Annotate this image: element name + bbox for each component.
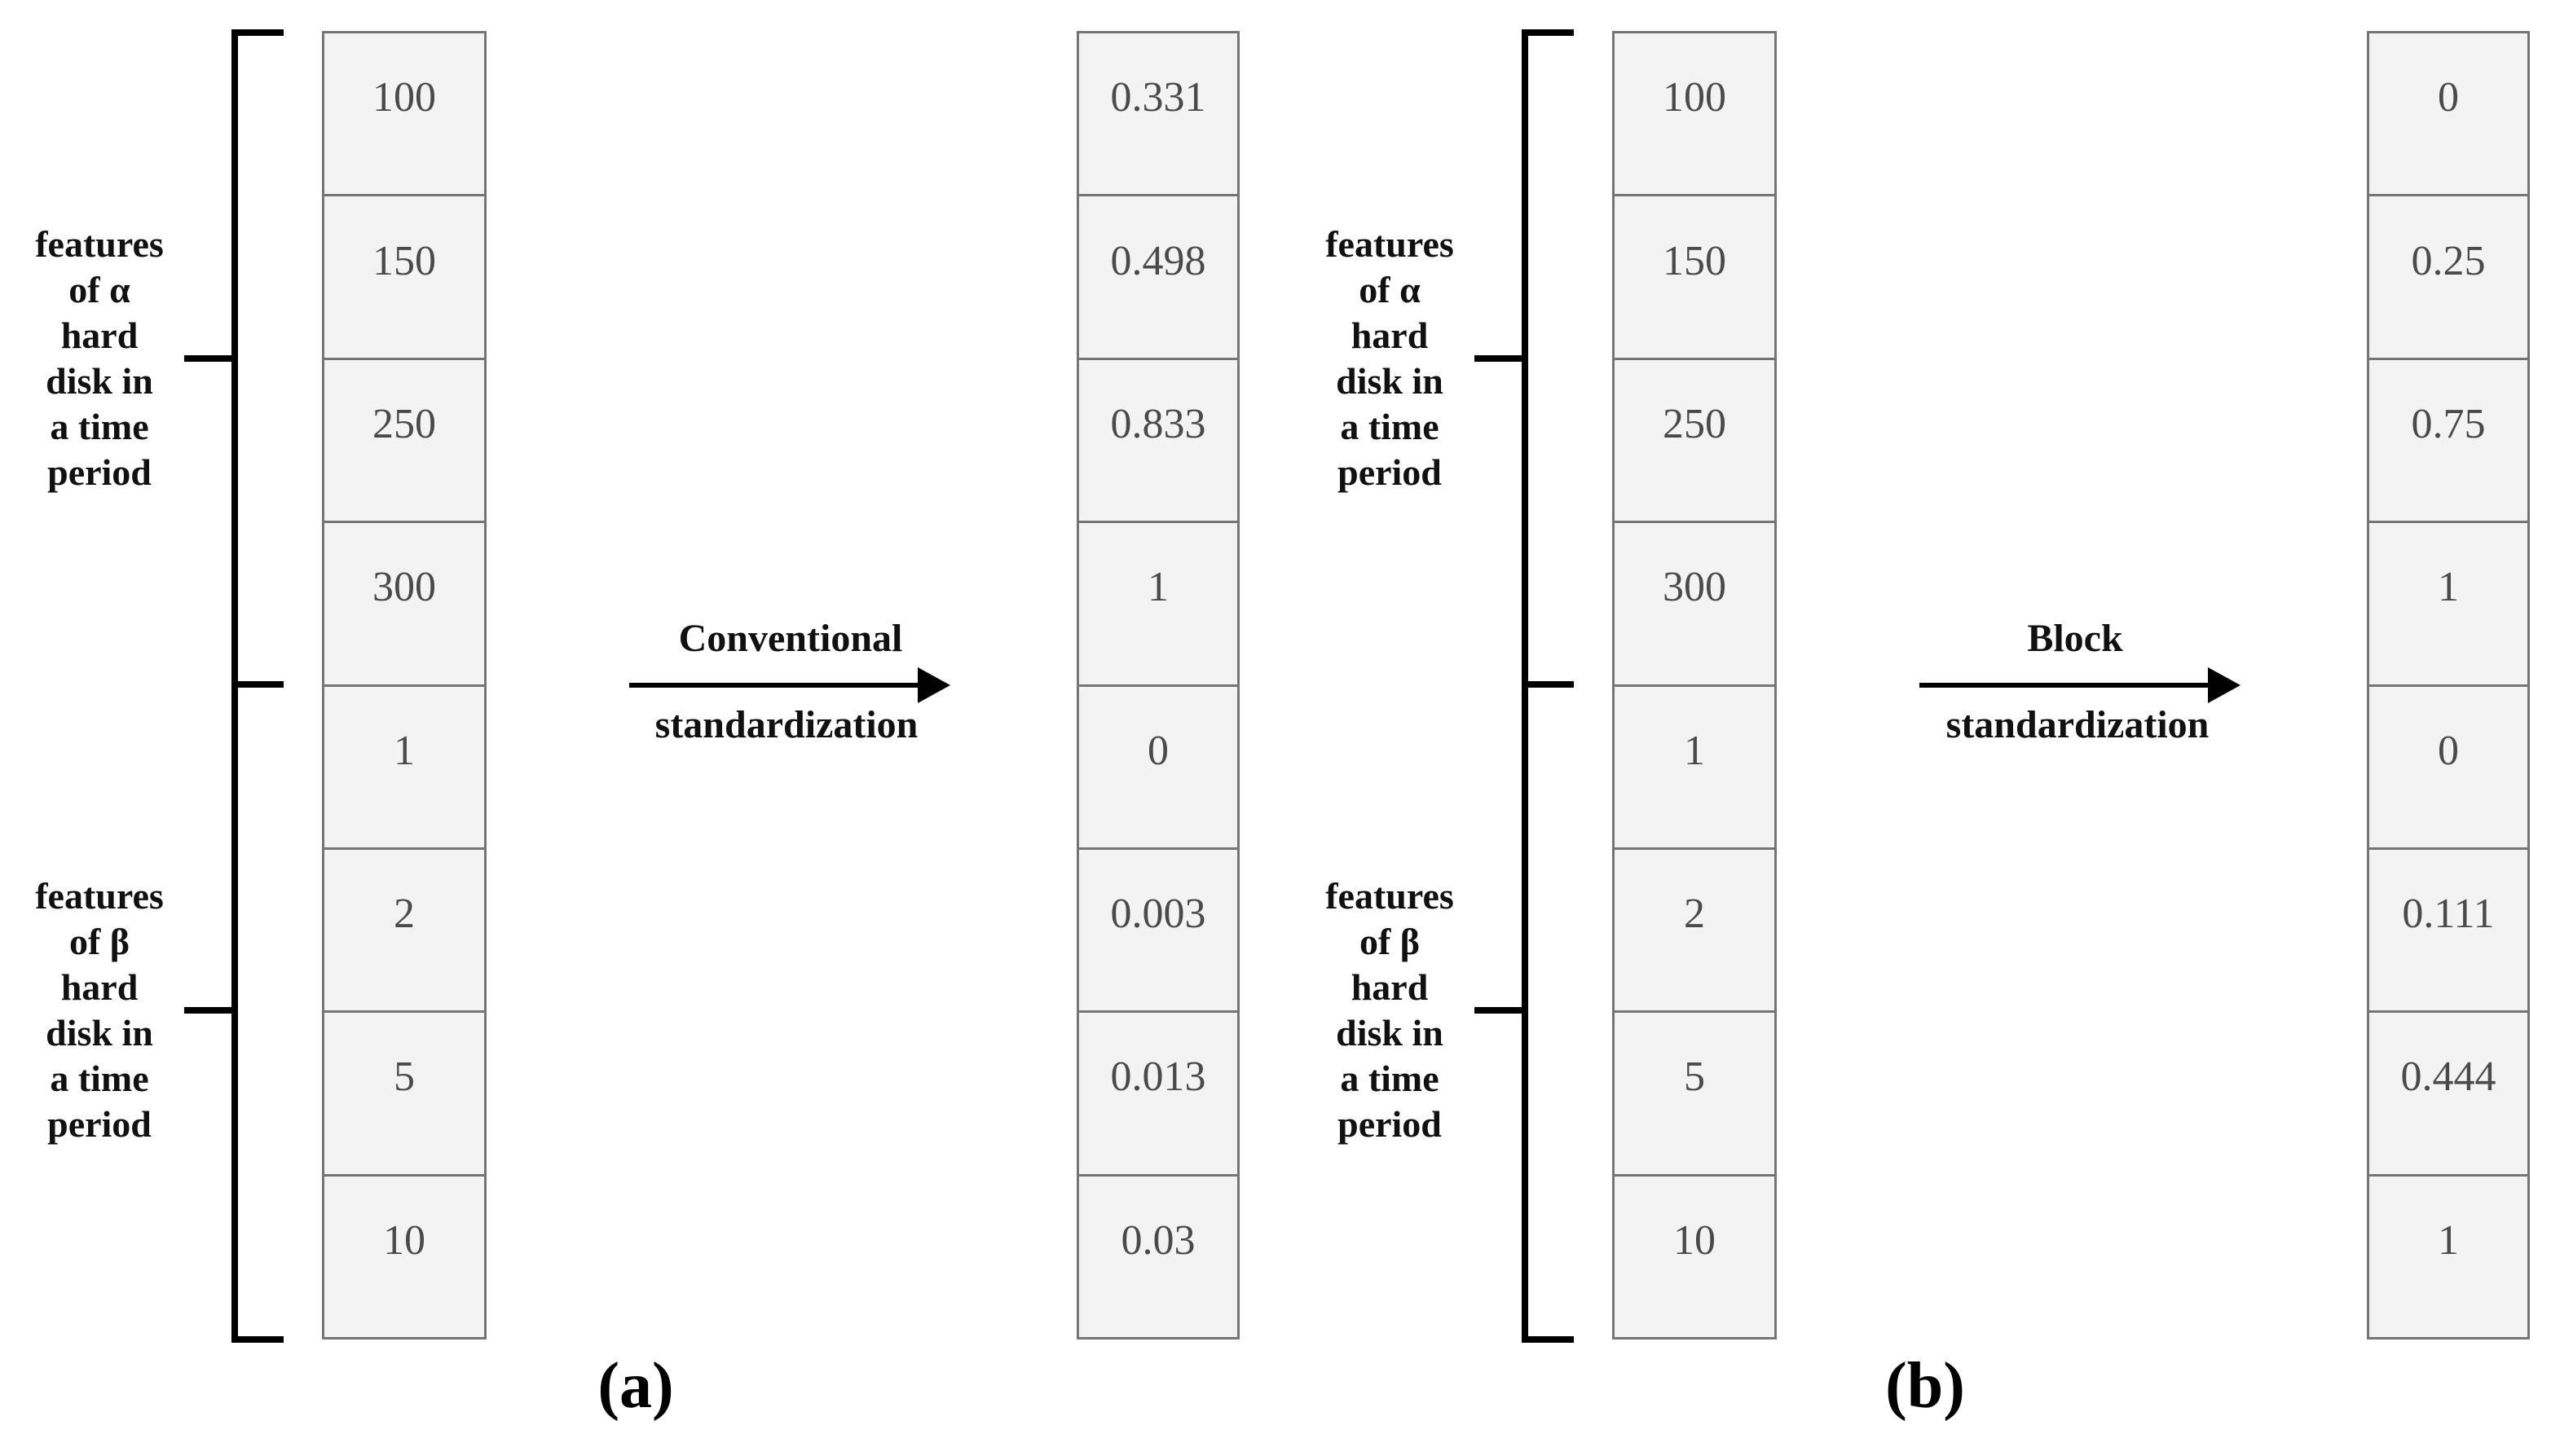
matrix-cell: 300: [322, 521, 487, 687]
matrix-cell: 0.013: [1077, 1010, 1240, 1177]
matrix-cell: 1: [2367, 521, 2530, 687]
panel-b-arrow-label-bottom: standardization: [1945, 703, 2210, 746]
matrix-cell: 1: [1612, 684, 1777, 850]
matrix-cell: 0: [2367, 684, 2530, 850]
panel-a-bracket-bottom-arm: [231, 1336, 284, 1343]
matrix-cell: 2: [322, 847, 487, 1014]
matrix-cell: 1: [2367, 1173, 2530, 1339]
matrix-cell: 100: [1612, 31, 1777, 197]
matrix-cell: 1: [322, 684, 487, 850]
matrix-cell: 100: [322, 31, 487, 197]
panel-b-arrow-label-top: Block: [2027, 617, 2123, 660]
matrix-cell: 250: [1612, 357, 1777, 524]
matrix-cell: 300: [1612, 521, 1777, 687]
panel-b-bracket-bottom-arm: [1522, 1336, 1574, 1343]
panel-b-bracket-middle-arm: [1522, 681, 1574, 688]
panel-a-caption: (a): [597, 1350, 674, 1422]
panel-b-bracket-top-arm: [1522, 29, 1574, 36]
panel-a-alpha-features-label: features of α hard disk in a time period: [35, 223, 164, 493]
panel-a-bracket-top-arm: [231, 29, 284, 36]
matrix-cell: 0.25: [2367, 194, 2530, 360]
panel-a-bracket-middle-arm: [231, 681, 284, 688]
panel-b-arrow-line: [1919, 683, 2210, 688]
matrix-cell: 10: [322, 1173, 487, 1339]
panel-a-arrow-label-bottom: standardization: [654, 703, 919, 746]
panel-b-alpha-features-label: features of α hard disk in a time period: [1325, 223, 1454, 493]
panel-a-arrow-line: [629, 683, 919, 688]
panel-a-arrow-label-top: Conventional: [678, 617, 903, 660]
panel-b-caption: (b): [1885, 1350, 1965, 1422]
matrix-cell: 0: [1077, 684, 1240, 850]
matrix-cell: 0.833: [1077, 357, 1240, 524]
matrix-cell: 0.331: [1077, 31, 1240, 197]
matrix-cell: 5: [1612, 1010, 1777, 1177]
panel-b-beta-features-label: features of β hard disk in a time period: [1325, 875, 1454, 1145]
matrix-cell: 0.003: [1077, 847, 1240, 1014]
matrix-cell: 250: [322, 357, 487, 524]
matrix-cell: 0.03: [1077, 1173, 1240, 1339]
matrix-cell: 10: [1612, 1173, 1777, 1339]
matrix-cell: 0.444: [2367, 1010, 2530, 1177]
panel-a-beta-label-tick: [184, 1007, 231, 1014]
panel-b-arrowhead-icon: [2208, 667, 2241, 703]
panel-a-beta-features-label: features of β hard disk in a time period: [35, 875, 164, 1145]
panel-b-beta-label-tick: [1474, 1007, 1522, 1014]
panel-a-arrowhead-icon: [918, 667, 950, 703]
matrix-cell: 150: [1612, 194, 1777, 360]
panel-a-alpha-label-tick: [184, 355, 231, 362]
matrix-cell: 0.75: [2367, 357, 2530, 524]
matrix-cell: 150: [322, 194, 487, 360]
matrix-cell: 0.111: [2367, 847, 2530, 1014]
matrix-cell: 5: [322, 1010, 487, 1177]
panel-b-alpha-label-tick: [1474, 355, 1522, 362]
matrix-cell: 0.498: [1077, 194, 1240, 360]
matrix-cell: 1: [1077, 521, 1240, 687]
matrix-cell: 0: [2367, 31, 2530, 197]
matrix-cell: 2: [1612, 847, 1777, 1014]
